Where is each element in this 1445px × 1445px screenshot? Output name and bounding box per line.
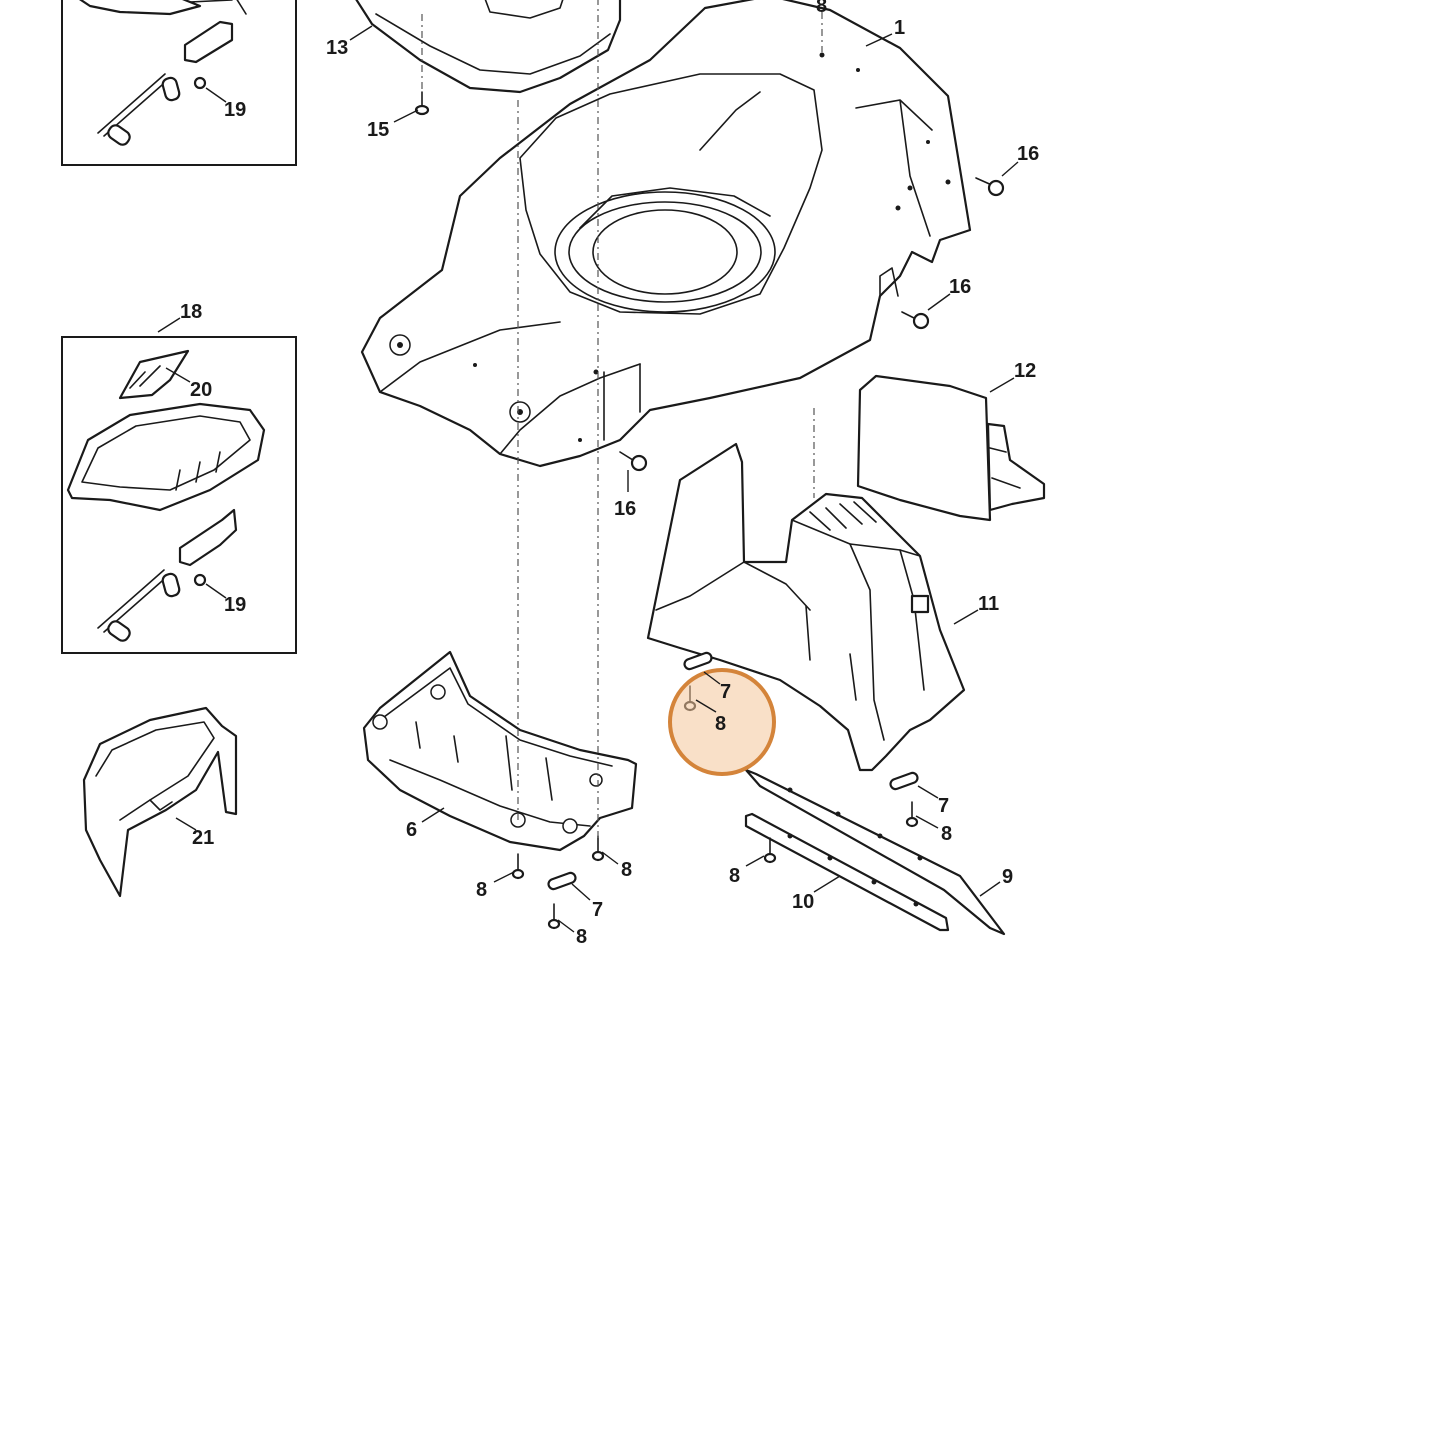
callout-21: 21: [192, 827, 214, 849]
callout-13: 13: [326, 37, 348, 59]
callout-10: 10: [792, 891, 814, 913]
callout-18: 18: [180, 301, 202, 323]
callout-8-highlighted: 8: [715, 713, 726, 735]
part-10-strip: [744, 812, 950, 932]
callout-16: 16: [614, 498, 636, 520]
callout-8: 8: [621, 859, 632, 881]
part-13-cover: [355, 0, 622, 94]
part-12-side-flap: [856, 374, 1046, 522]
part-6-front-guard: [362, 650, 638, 852]
callout-6: 6: [406, 819, 417, 841]
callout-16: 16: [949, 276, 971, 298]
callout-8: 8: [816, 0, 827, 17]
part-1-deck-housing: [360, 0, 972, 468]
callout-8: 8: [476, 879, 487, 901]
assembly-lines: [421, 0, 823, 840]
callout-15: 15: [367, 119, 389, 141]
part-11-rear-chute: [646, 442, 966, 772]
highlight-circle[interactable]: [668, 668, 776, 776]
callout-19: 19: [224, 594, 246, 616]
part-21-flap: [82, 706, 238, 898]
callout-8: 8: [729, 865, 740, 887]
callout-7: 7: [720, 681, 731, 703]
callout-20: 20: [190, 379, 212, 401]
callout-labels: 1 6 7 7 7 8 8 8 8 8 8 8 9 10 11 12 13 15…: [180, 0, 1039, 948]
callout-8: 8: [941, 823, 952, 845]
part-9-strip: [744, 768, 1006, 936]
inset-top: [61, 0, 297, 166]
callout-19: 19: [224, 99, 246, 121]
inset-grass-bag-handle: [61, 336, 297, 654]
callout-9: 9: [1002, 866, 1013, 888]
callout-7: 7: [938, 795, 949, 817]
callout-12: 12: [1014, 360, 1036, 382]
callout-16: 16: [1017, 143, 1039, 165]
callout-8: 8: [576, 926, 587, 948]
callout-11: 11: [978, 593, 999, 615]
leader-lines: [157, 25, 1019, 933]
callout-7: 7: [592, 899, 603, 921]
callout-1: 1: [894, 17, 905, 39]
fasteners: [414, 91, 1005, 930]
